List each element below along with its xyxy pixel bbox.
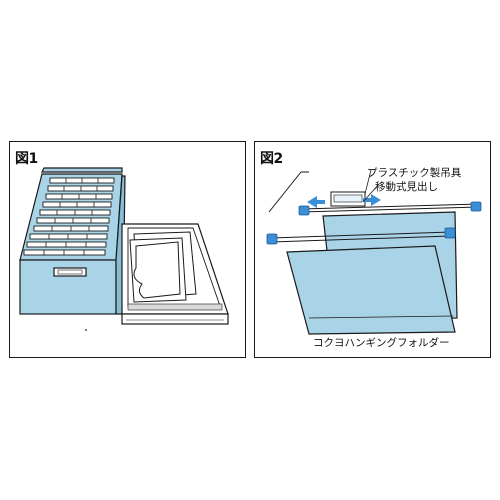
figure-2-illustration [266,169,482,335]
arrow-left-icon [307,196,325,208]
front-rail [270,231,452,243]
caption-hanging-folder: コクヨハンギングフォルダー [313,337,450,349]
callout-plastic-hanger: プラスチック製吊具 [367,167,462,179]
slide-arrows [307,194,381,208]
figure-1-panel: 図1 [9,141,246,358]
arrow-right-icon [363,194,381,206]
figure-2-panel: 図2 [254,141,491,358]
movable-index-tab [330,191,366,207]
figure-1-illustration [19,167,229,331]
paper-sheets [127,231,223,311]
back-hangers [298,201,482,216]
front-folder [286,245,456,335]
figure-1-label: 図1 [15,151,38,167]
callout-lines [362,169,380,203]
front-hangers [266,227,456,245]
callout-movable-index: 移動式見出し [375,181,438,193]
figure-2-label: 図2 [260,151,283,167]
dot-mark [85,329,87,331]
card-tabs [43,178,99,255]
back-rail [268,171,480,213]
